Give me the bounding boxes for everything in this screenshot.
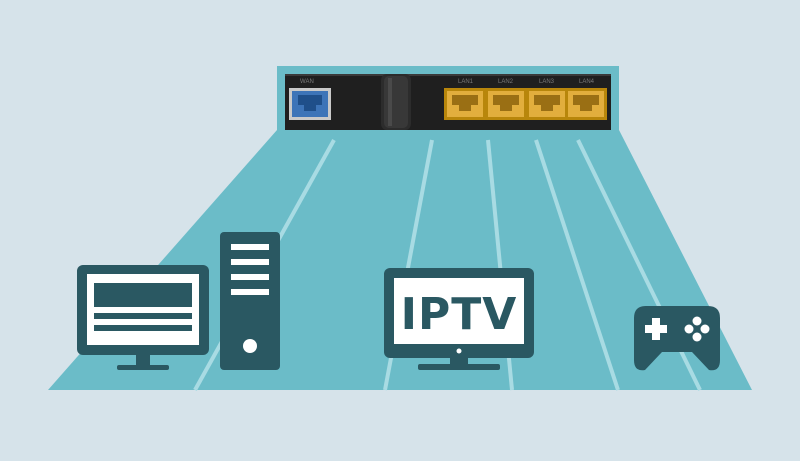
lan-port-3-label: LAN3 bbox=[539, 79, 555, 85]
tv-icon: IPTV bbox=[384, 268, 534, 370]
lan-port-2-label: LAN2 bbox=[498, 79, 514, 85]
wan-port-label: WAN bbox=[300, 79, 314, 85]
power-jack bbox=[381, 74, 411, 130]
gamepad-icon bbox=[634, 306, 720, 371]
lan-port-4: LAN4 bbox=[565, 79, 607, 120]
lan-port-1: LAN1 bbox=[444, 79, 486, 120]
monitor-icon bbox=[77, 265, 209, 370]
wan-port: WAN bbox=[289, 79, 331, 120]
pc-tower-icon bbox=[220, 232, 280, 370]
lan-port-1-label: LAN1 bbox=[458, 79, 474, 85]
lan3-line bbox=[534, 139, 620, 391]
lan-port-3: LAN3 bbox=[526, 79, 568, 120]
lan-port-4-label: LAN4 bbox=[579, 79, 595, 85]
lan-port-2: LAN2 bbox=[485, 79, 527, 120]
router-back-panel: WAN LAN1 LAN2 LAN3 bbox=[277, 66, 619, 138]
iptv-label: IPTV bbox=[401, 289, 518, 340]
